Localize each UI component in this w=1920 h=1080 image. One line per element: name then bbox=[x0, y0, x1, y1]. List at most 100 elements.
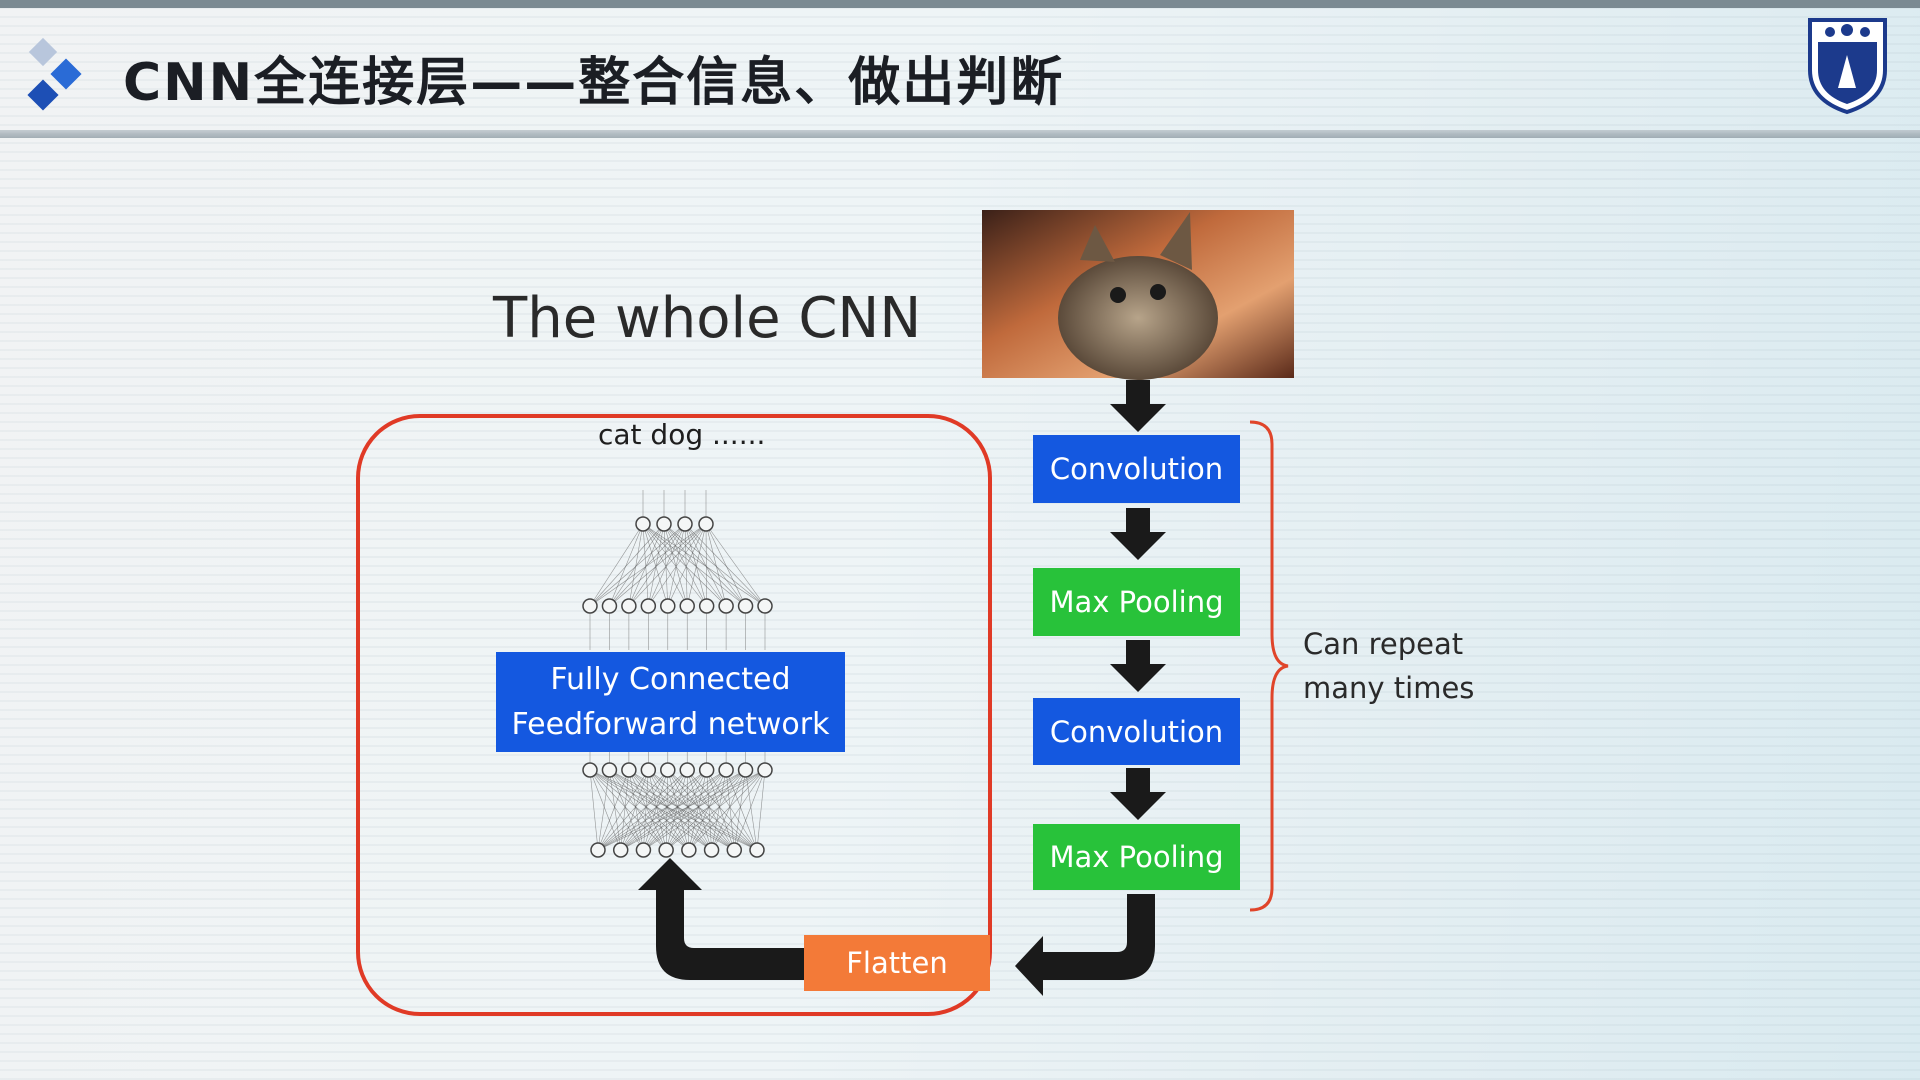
neuron-node bbox=[698, 762, 715, 778]
connection bbox=[609, 769, 667, 851]
connection bbox=[684, 523, 707, 607]
connection bbox=[663, 523, 727, 607]
connection bbox=[609, 769, 690, 851]
neuron-node bbox=[635, 842, 652, 858]
connection bbox=[642, 523, 766, 607]
connection bbox=[643, 769, 766, 851]
connection bbox=[628, 523, 665, 607]
connection bbox=[609, 523, 644, 607]
connection bbox=[706, 769, 735, 851]
connection bbox=[620, 769, 727, 851]
neuron-node bbox=[582, 762, 598, 778]
repeat-note: Can repeat many times bbox=[1303, 622, 1474, 710]
connection bbox=[667, 769, 712, 851]
neuron-node bbox=[679, 598, 695, 614]
neuron-node bbox=[679, 762, 695, 778]
neuron-node bbox=[621, 598, 637, 614]
connection bbox=[597, 769, 610, 851]
neuron-node bbox=[660, 762, 676, 778]
connection bbox=[667, 769, 690, 851]
connection bbox=[628, 523, 707, 607]
connection bbox=[648, 769, 758, 851]
connection bbox=[688, 769, 727, 851]
connection bbox=[597, 769, 746, 851]
connection bbox=[609, 523, 686, 607]
connection bbox=[648, 769, 712, 851]
connection bbox=[642, 523, 669, 607]
arrow-down-icon bbox=[1110, 768, 1166, 820]
connection bbox=[628, 523, 686, 607]
max-pooling-block-1: Max Pooling bbox=[1033, 568, 1240, 636]
repeat-note-line-1: Can repeat bbox=[1303, 627, 1464, 661]
fc-line-2: Feedforward network bbox=[511, 707, 830, 742]
neuron-node bbox=[718, 598, 734, 614]
arrow-down-icon bbox=[1110, 508, 1166, 560]
connection bbox=[648, 523, 707, 607]
connection bbox=[705, 523, 766, 607]
neuron-node bbox=[590, 842, 606, 858]
connection bbox=[667, 523, 707, 607]
connection bbox=[620, 769, 746, 851]
connection bbox=[663, 523, 766, 607]
connection bbox=[620, 769, 688, 851]
connection bbox=[589, 769, 712, 851]
connection bbox=[589, 769, 690, 851]
connection bbox=[686, 769, 712, 851]
connection bbox=[665, 769, 727, 851]
connection bbox=[597, 769, 727, 851]
repeat-brace bbox=[1249, 420, 1289, 912]
connection bbox=[665, 769, 766, 851]
connection bbox=[686, 769, 690, 851]
arrow-to-flatten-icon bbox=[1015, 894, 1155, 996]
connection bbox=[589, 523, 707, 607]
convolution-block-2: Convolution bbox=[1033, 698, 1240, 765]
arrow-down-icon bbox=[1110, 640, 1166, 692]
connection bbox=[642, 523, 727, 607]
neuron-node bbox=[601, 598, 618, 614]
connection bbox=[686, 769, 735, 851]
neuron-node bbox=[737, 762, 754, 778]
slide-subtitle: The whole CNN bbox=[493, 286, 922, 351]
connection bbox=[705, 523, 746, 607]
connection bbox=[642, 523, 746, 607]
connection bbox=[665, 769, 669, 851]
connection bbox=[756, 769, 766, 851]
connection bbox=[597, 769, 766, 851]
neuron-node bbox=[640, 598, 657, 614]
neural-network-graphic bbox=[582, 490, 773, 858]
connection bbox=[589, 769, 667, 851]
connection bbox=[620, 769, 766, 851]
neuron-node bbox=[656, 516, 672, 532]
connection bbox=[628, 523, 644, 607]
fc-network-block: Fully Connected Feedforward network bbox=[496, 652, 845, 752]
connection bbox=[711, 769, 766, 851]
neuron-node bbox=[582, 598, 598, 614]
connection bbox=[643, 769, 707, 851]
connection bbox=[663, 523, 746, 607]
neuron-node bbox=[681, 842, 697, 858]
neuron-node bbox=[601, 762, 618, 778]
connection bbox=[628, 769, 667, 851]
neuron-node bbox=[640, 762, 657, 778]
convolution-block-1: Convolution bbox=[1033, 435, 1240, 503]
connection bbox=[609, 769, 712, 851]
connection bbox=[642, 523, 649, 607]
arrow-to-network-icon bbox=[638, 858, 804, 980]
connection bbox=[725, 769, 758, 851]
neuron-node bbox=[635, 516, 651, 532]
fc-line-1: Fully Connected bbox=[550, 662, 791, 697]
connection bbox=[663, 523, 688, 607]
connection bbox=[589, 769, 621, 851]
neuron-node bbox=[749, 842, 765, 858]
connection bbox=[609, 769, 644, 851]
connection bbox=[688, 769, 746, 851]
connection bbox=[643, 769, 669, 851]
neuron-node bbox=[658, 842, 674, 858]
neuron-node bbox=[703, 842, 720, 858]
connection bbox=[589, 523, 644, 607]
connection bbox=[597, 769, 630, 851]
neuron-node bbox=[660, 598, 676, 614]
connection bbox=[642, 523, 707, 607]
